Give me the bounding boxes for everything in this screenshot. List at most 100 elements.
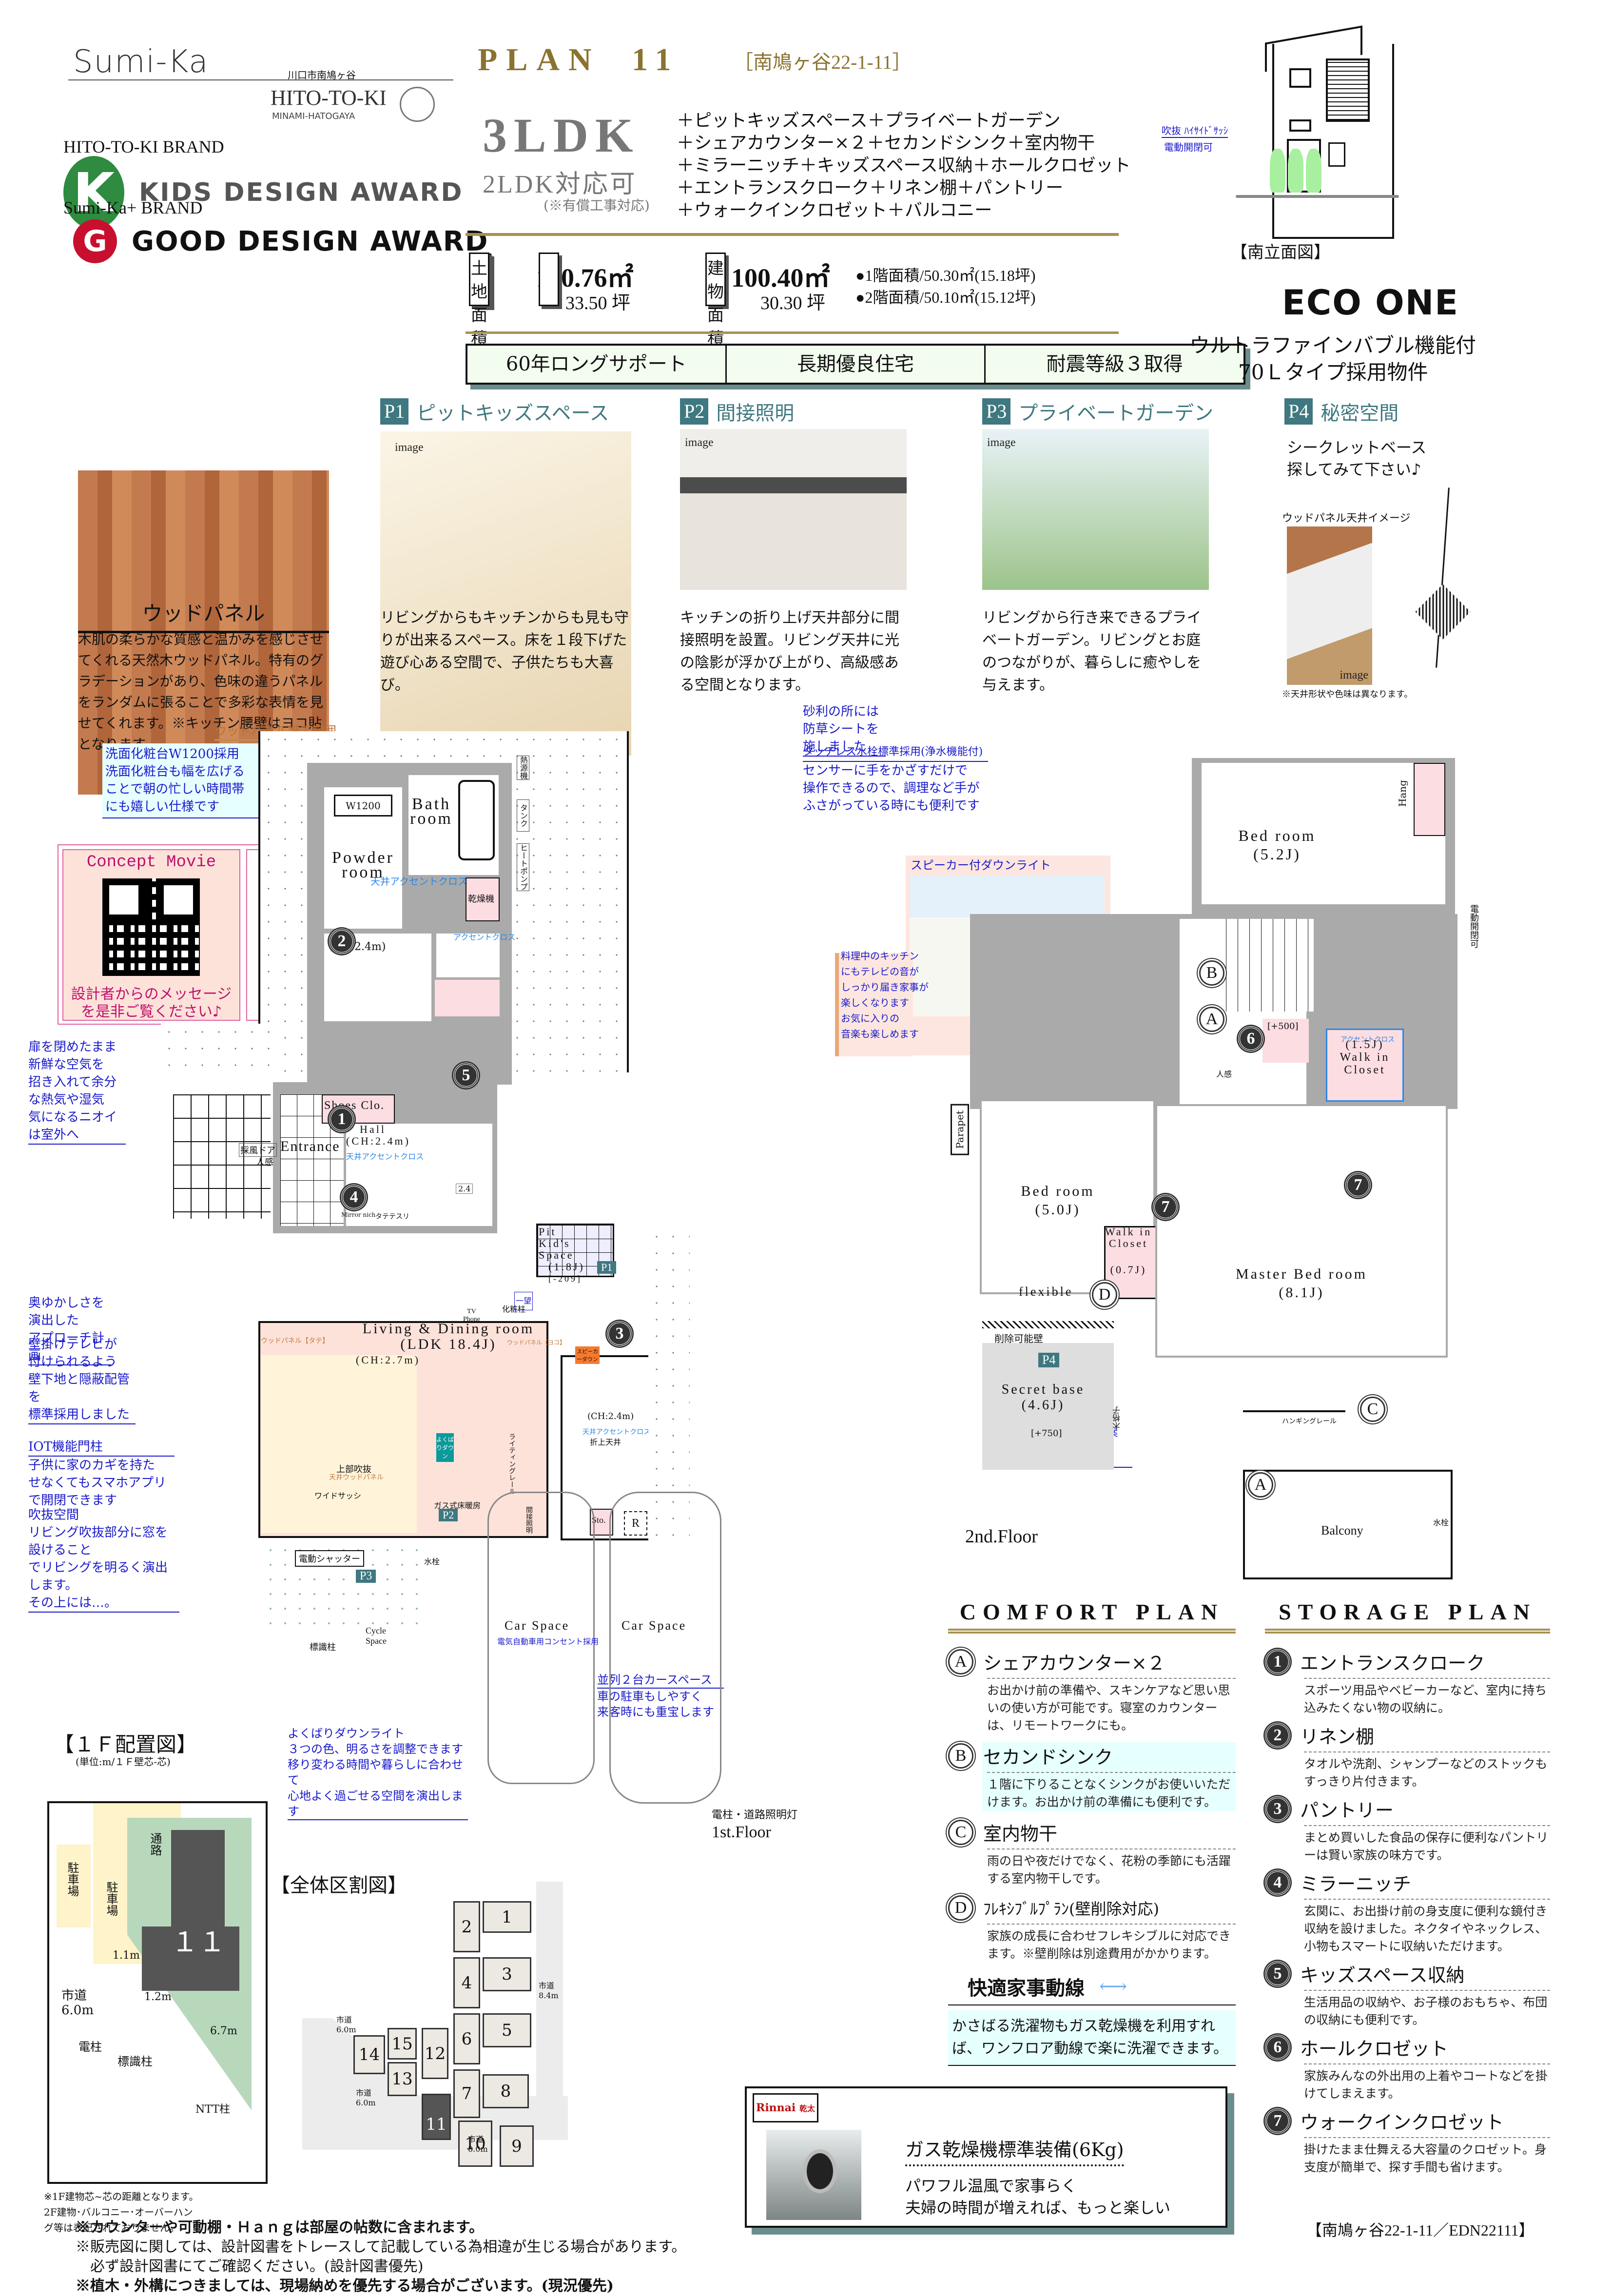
parking-area bbox=[57, 1845, 91, 1927]
wic-accent-label: アクセントクロス bbox=[1340, 1036, 1395, 1044]
concept-movie-card[interactable]: Concept Movie 設計者からのメッセージ を是非ご覧ください♪ bbox=[62, 849, 240, 1021]
hanging-rail bbox=[1243, 1410, 1345, 1412]
pillar-label: 化粧柱 bbox=[502, 1304, 526, 1314]
mirror-niche-label: Mirror nich bbox=[341, 1211, 376, 1218]
lot-3[interactable]: 3 bbox=[483, 1957, 531, 1991]
comfort-marker-a-master[interactable]: A bbox=[1248, 1472, 1273, 1498]
bath-room bbox=[408, 775, 499, 875]
secret-base-label: Secret base(4.6J) bbox=[1001, 1382, 1085, 1413]
chore-flow-title: 快適家事動線 bbox=[968, 1977, 1085, 2000]
balcony-faucet-label: 水栓 bbox=[1433, 1518, 1449, 1527]
speaker-downlight-marker: スピーカーダウン bbox=[575, 1346, 600, 1364]
site-plan-title: 【１Ｆ配置図】 bbox=[54, 1732, 197, 1756]
dryer-line1: パワフル温風で家事らく bbox=[905, 2177, 1077, 2195]
bedroom-5-2-label: Bed room(5.2J) bbox=[1238, 827, 1316, 863]
comfort-marker-a-hall[interactable]: A bbox=[1199, 1007, 1224, 1032]
storage-marker-6[interactable]: 6 bbox=[1238, 1026, 1263, 1051]
wind-door-note: 扉を閉めたまま新鮮な空気を 招き入れて余分な熱気や湿気 気になるニオイは室外へ bbox=[28, 1038, 126, 1145]
p3-photo: image bbox=[982, 429, 1209, 590]
lot-number: １１ bbox=[171, 1926, 226, 1958]
wood-panel-title: ウッドパネル bbox=[78, 597, 329, 633]
kids-award-logo-icon: K bbox=[63, 156, 124, 229]
dryer-photo bbox=[766, 2130, 861, 2220]
lot-7[interactable]: 7 bbox=[453, 2069, 480, 2118]
kids-award: K KIDS DESIGN AWARD bbox=[63, 156, 464, 229]
elevation-note-2: 電動開閉可 bbox=[1164, 141, 1213, 153]
wood-tate-label: ウッドパネル【タテ】 bbox=[261, 1337, 329, 1345]
yokubari-downlight: よくばりダウン bbox=[436, 1433, 454, 1462]
lot-2[interactable]: 2 bbox=[453, 1901, 480, 1952]
storage-marker-4[interactable]: 4 bbox=[341, 1185, 367, 1210]
lot-11[interactable]: 11 bbox=[422, 2094, 451, 2140]
equipment-heat-source: 熱源機 bbox=[517, 756, 529, 780]
lattice-label: 木格子 bbox=[1112, 1406, 1122, 1430]
lot-1[interactable]: 1 bbox=[483, 1901, 531, 1933]
utility-pole-label: 電柱・道路照明灯 bbox=[712, 1809, 798, 1821]
g-mark-icon: G bbox=[73, 219, 117, 263]
plus750-label: [+750] bbox=[1031, 1428, 1062, 1439]
point-p2-title: P2 間接照明 bbox=[680, 397, 794, 426]
storage-marker-3[interactable]: 3 bbox=[607, 1321, 632, 1346]
lot-15[interactable]: 15 bbox=[388, 2028, 417, 2060]
chore-flow: 快適家事動線 ⟷ bbox=[948, 1972, 1236, 2005]
car-space-2[interactable] bbox=[609, 1492, 721, 1804]
building-area-label bbox=[539, 253, 559, 306]
entrance-label: Entrance bbox=[280, 1138, 340, 1154]
lot-9[interactable]: 9 bbox=[500, 2125, 534, 2167]
road-label-60b: 市道 6.0m bbox=[356, 2088, 376, 2107]
lot-10[interactable]: 10 bbox=[458, 2121, 492, 2167]
ntt-label: NTT柱 bbox=[195, 2103, 231, 2116]
hall bbox=[346, 1124, 492, 1226]
feature-line: ＋シェアカウンター×２＋セカンドシンク＋室内物干 bbox=[677, 133, 1095, 153]
layout-type: 3LDK bbox=[483, 108, 640, 162]
wind-door-label: 採風ドア bbox=[239, 1143, 277, 1157]
toilet-1f bbox=[436, 934, 500, 977]
car-space-1[interactable] bbox=[487, 1492, 595, 1784]
lot-13[interactable]: 13 bbox=[388, 2062, 417, 2096]
carspace-note: 並列２台カースペース 車の駐車もしやすく来客時にも重宝します bbox=[597, 1672, 724, 1720]
storage-marker-5[interactable]: 5 bbox=[453, 1063, 479, 1088]
feature-line: ＋ウォークインクロゼット＋バルコニー bbox=[677, 200, 992, 220]
stairs-2f bbox=[1226, 919, 1314, 1012]
elevation-caption: 【南立面図】 bbox=[1231, 243, 1330, 262]
lot-8[interactable]: 8 bbox=[483, 2074, 529, 2108]
comfort-marker-b[interactable]: B bbox=[1199, 960, 1224, 986]
plan-number: 11 bbox=[632, 42, 680, 78]
lot-5[interactable]: 5 bbox=[483, 2013, 531, 2047]
storage-marker-7-master[interactable]: 7 bbox=[1345, 1172, 1371, 1198]
road-label-84: 市道 8.4m bbox=[539, 1981, 559, 2000]
lot-14[interactable]: 14 bbox=[353, 2035, 385, 2074]
ichibo-label: 一望 bbox=[514, 1292, 533, 1310]
p4-marker: P4 bbox=[1038, 1353, 1060, 1367]
north-arrow-icon bbox=[1414, 487, 1472, 668]
bedroom-5-2 bbox=[1202, 763, 1445, 904]
kitchen-ceiling-label: 天井アクセントクロス bbox=[583, 1428, 651, 1436]
floor2-plan: Bed room(5.2J) Hang 電動開閉可 [+500] アクセントクロ… bbox=[941, 758, 1565, 1587]
sensor-label-2f: 人感 bbox=[1216, 1070, 1232, 1079]
storage-marker-7-bed[interactable]: 7 bbox=[1153, 1194, 1178, 1220]
side-gravel bbox=[648, 1228, 690, 1540]
plan-title: PLAN 11 bbox=[478, 41, 680, 78]
lot-4[interactable]: 4 bbox=[453, 1957, 480, 2008]
concept-movie-qr[interactable] bbox=[102, 878, 200, 976]
alt-layout-note: (※有償工事対応) bbox=[544, 197, 650, 214]
comfort-marker-d[interactable]: D bbox=[1092, 1282, 1117, 1307]
floor2-area: ●2階面積/50.10㎡(15.12坪) bbox=[855, 289, 1036, 306]
master-bedroom bbox=[1155, 1104, 1448, 1358]
lot-12[interactable]: 12 bbox=[422, 2028, 448, 2079]
lot-6[interactable]: 6 bbox=[453, 2013, 480, 2064]
car-space-2-label: Car Space bbox=[621, 1618, 687, 1633]
sumika-logo: Sumi-Ka bbox=[73, 44, 209, 80]
balcony-label: Balcony bbox=[1321, 1523, 1363, 1537]
toilet-accent-label: アクセントクロス bbox=[453, 933, 516, 942]
storage-marker-2[interactable]: 2 bbox=[329, 929, 354, 954]
comfort-marker-c[interactable]: C bbox=[1360, 1397, 1385, 1422]
p4-line2: 探してみて下さい♪ bbox=[1287, 460, 1421, 479]
storage-marker-1[interactable]: 1 bbox=[329, 1107, 354, 1132]
